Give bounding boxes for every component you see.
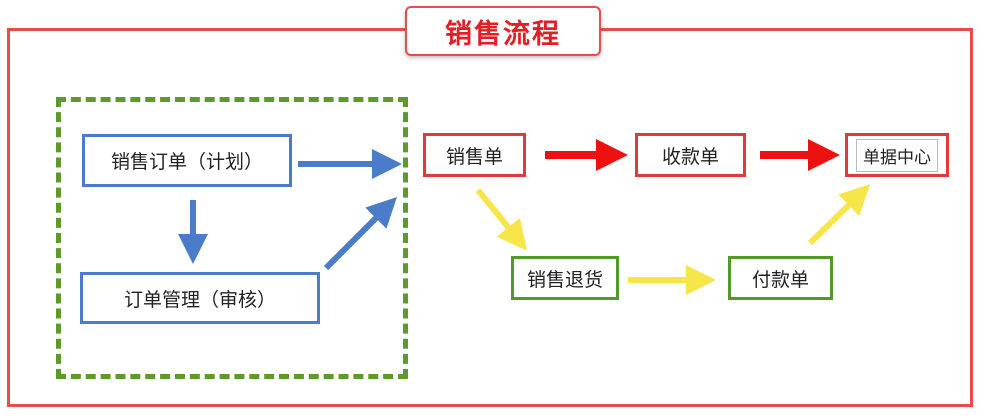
node-order-management-review: 订单管理（审核） [80,272,320,324]
node-sales-return: 销售退货 [511,256,619,300]
arrow-manage-to-sale [323,197,397,271]
arrow-sale-to-return [475,188,528,251]
node-payment-doc: 付款单 [728,256,833,300]
order-group-dashed-box [56,97,408,379]
node-sales-order-plan: 销售订单（计划） [82,134,292,187]
document-center-label: 单据中心 [856,138,938,172]
node-document-center: 单据中心 [845,133,949,177]
node-sales-doc: 销售单 [423,133,526,177]
arrow-payment-to-center [807,184,871,246]
node-receipt-doc: 收款单 [635,133,746,177]
diagram-title: 销售流程 [405,6,601,56]
